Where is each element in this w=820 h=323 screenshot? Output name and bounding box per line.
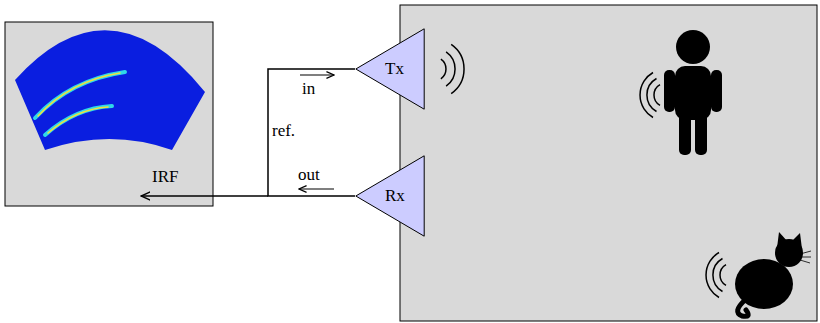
reference-wire <box>268 69 355 196</box>
direction-arrow <box>300 74 334 75</box>
irf-echo <box>48 107 108 133</box>
antenna-triangle: Tx <box>355 28 425 110</box>
irf-echo <box>45 106 112 135</box>
antenna-label: Tx <box>385 59 404 79</box>
wave-symbol <box>640 73 660 118</box>
wire-label: ref. <box>272 121 295 141</box>
signal-label: in <box>302 79 315 99</box>
irf-echo <box>38 73 120 116</box>
irf-fan <box>15 30 205 150</box>
cat-icon <box>735 232 811 316</box>
signal-label: out <box>298 165 320 185</box>
person-icon <box>664 30 722 155</box>
output-arrow <box>141 195 268 197</box>
wave-symbol <box>441 44 464 93</box>
antenna-triangle: Rx <box>355 155 425 237</box>
antenna-label: Rx <box>385 186 405 206</box>
direction-arrow <box>299 188 334 189</box>
room-area <box>400 5 817 321</box>
signal-label: IRF <box>152 167 178 187</box>
irf-panel <box>5 22 213 206</box>
wave-symbol <box>706 253 726 298</box>
